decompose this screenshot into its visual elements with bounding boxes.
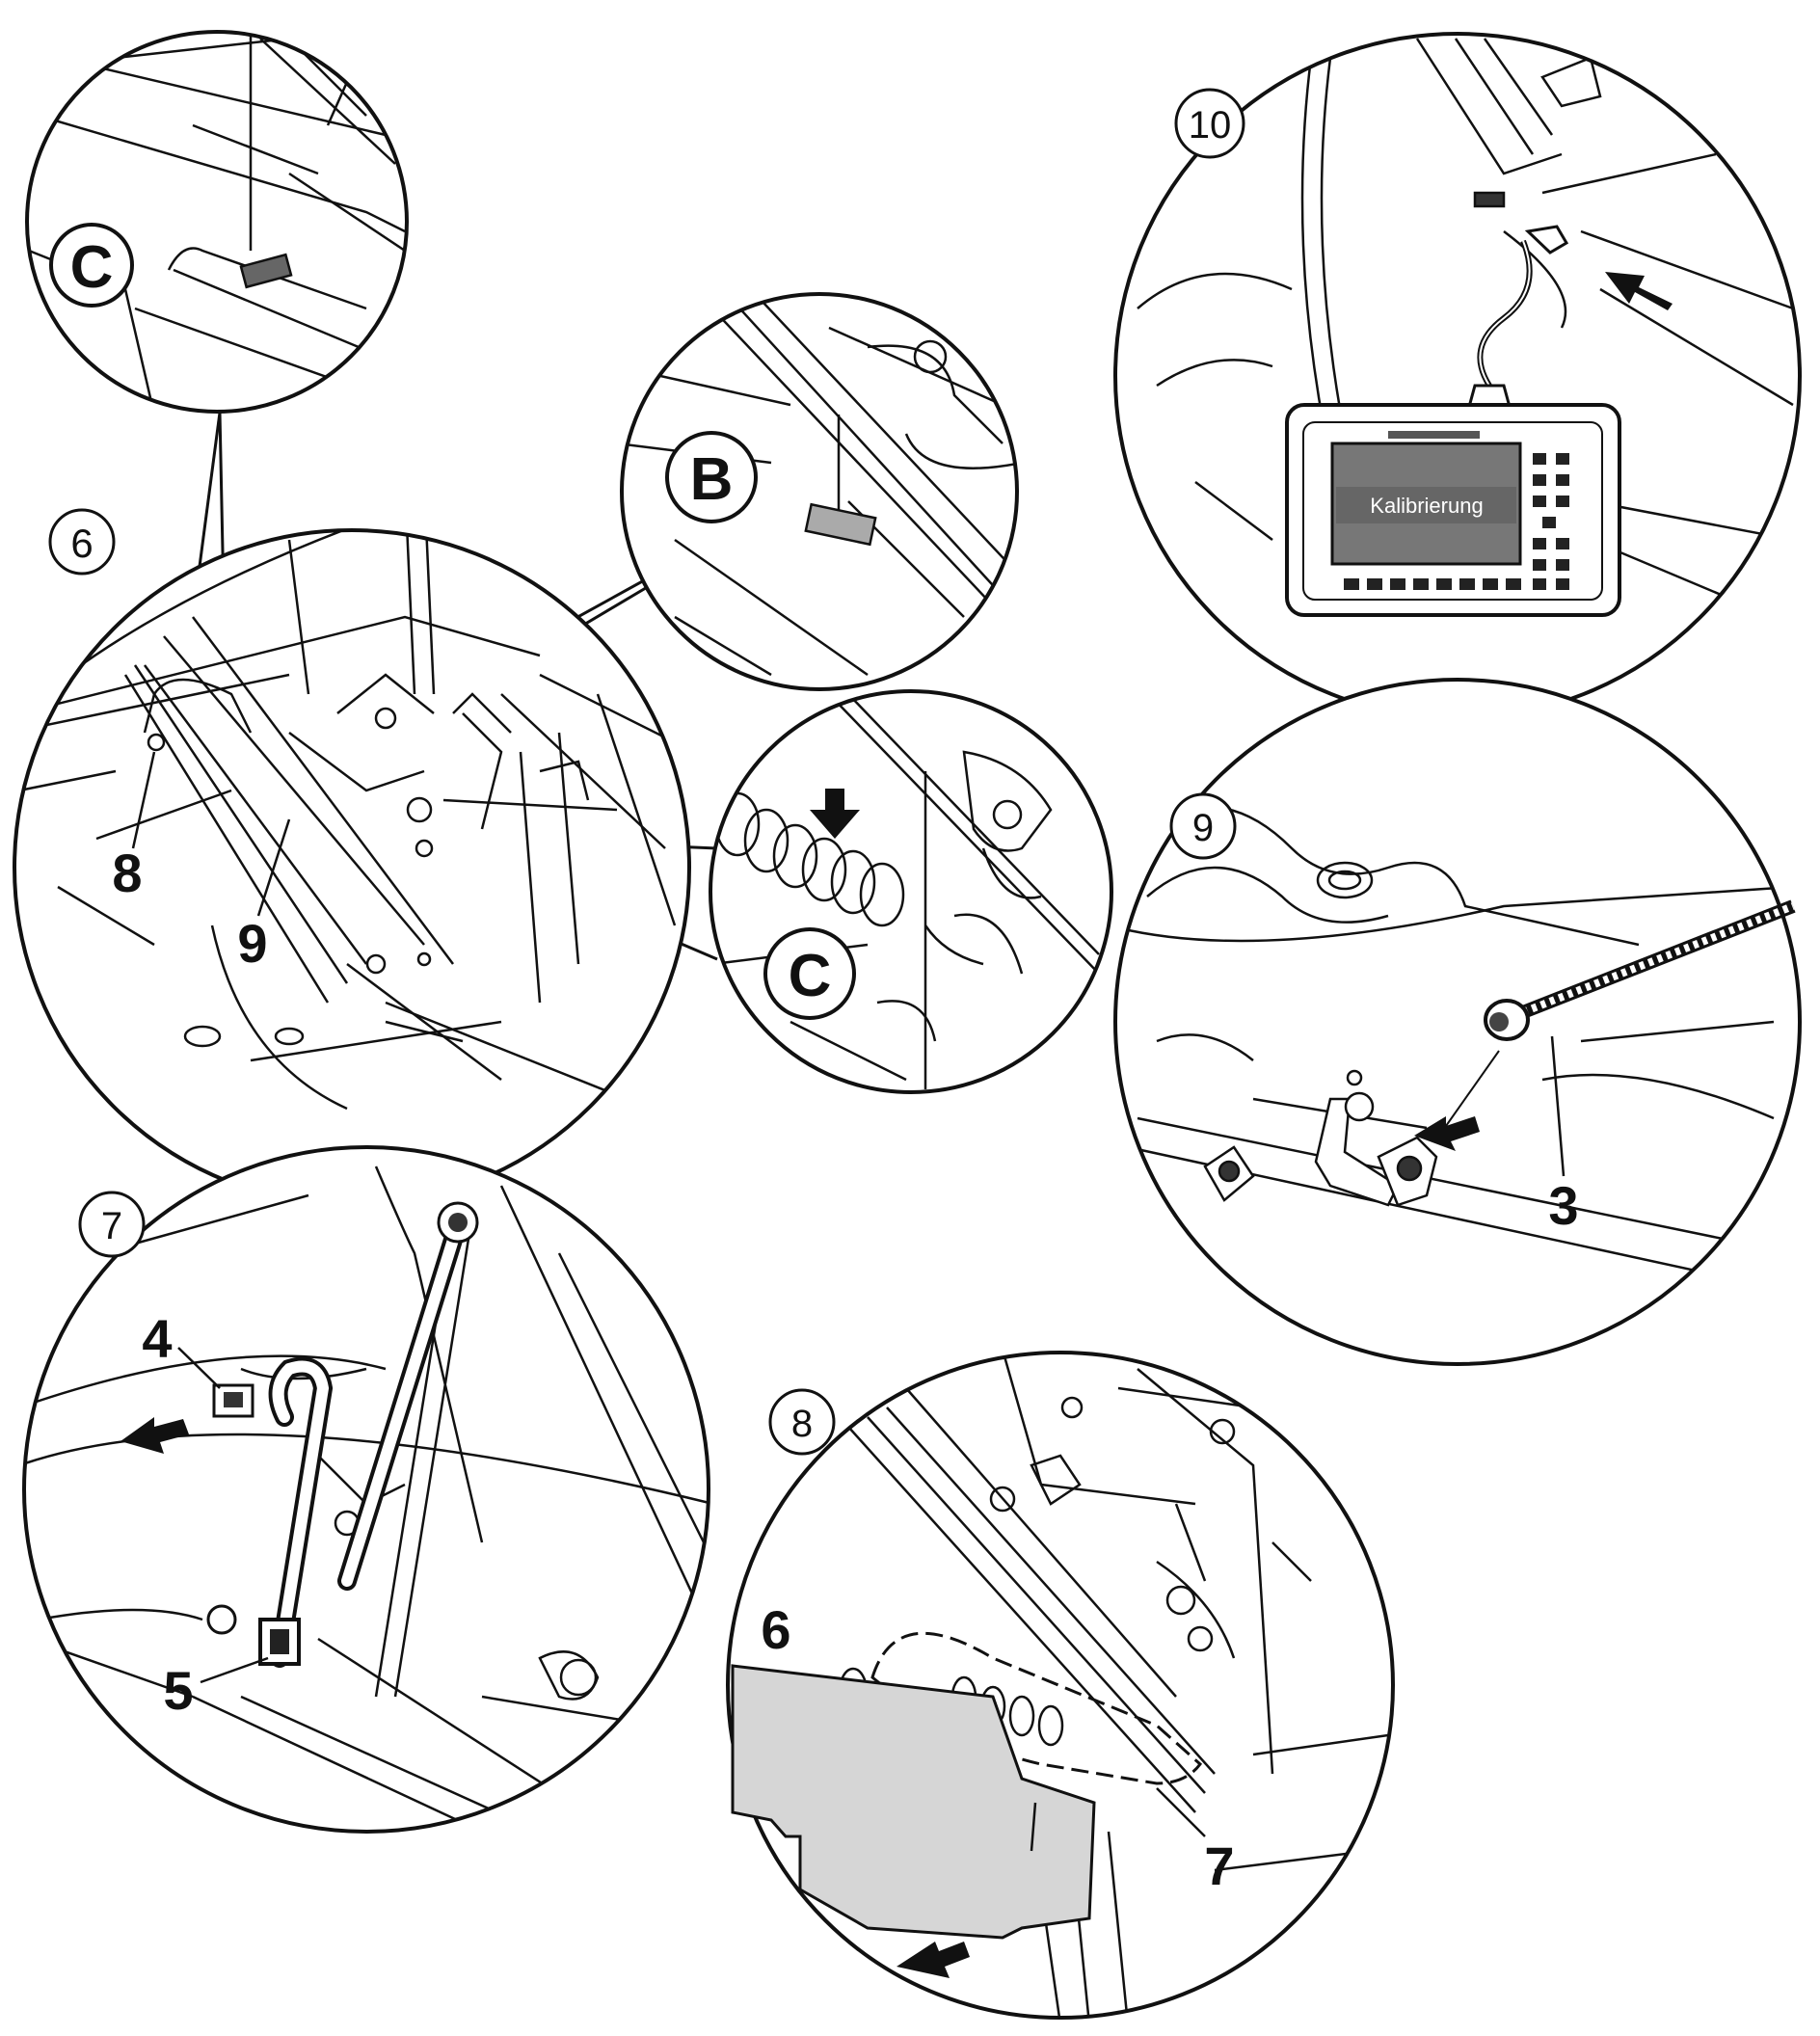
detail-b: B <box>620 292 1019 691</box>
label-c-top: C <box>70 234 114 301</box>
label-c-right: C <box>789 943 832 1009</box>
view-step-7: 7 4 5 <box>22 1145 710 1834</box>
step-number-9: 9 <box>1192 807 1214 849</box>
label-b: B <box>690 446 734 513</box>
view-step-8: 8 6 7 <box>726 1351 1395 2020</box>
arrow-push-icon <box>120 1417 189 1454</box>
part-label-6: 6 <box>761 1599 790 1660</box>
part-label-7: 7 <box>1204 1835 1234 1896</box>
main-view-step-6: 6 8 9 <box>13 508 691 1207</box>
step-number-8: 8 <box>791 1403 813 1445</box>
tester-keypad <box>1344 453 1569 590</box>
arrow-pull-icon <box>1414 1116 1480 1151</box>
detail-c-top: C <box>25 30 409 414</box>
arrow-panel-icon <box>897 1942 970 1978</box>
part-label-8-main: 8 <box>112 843 142 903</box>
view-step-9: 9 3 <box>1113 678 1802 1366</box>
step-number-10: 10 <box>1189 104 1232 147</box>
arrow-insert-icon <box>1605 272 1673 310</box>
tester-screen-text: Kalibrierung <box>1370 494 1483 518</box>
arrow-down-icon <box>810 789 860 839</box>
step-number-6: 6 <box>70 521 93 566</box>
part-label-9-main: 9 <box>237 913 267 974</box>
part-label-4: 4 <box>142 1308 172 1369</box>
part-label-5: 5 <box>163 1660 193 1721</box>
step-number-7: 7 <box>101 1205 122 1247</box>
part-label-3: 3 <box>1548 1175 1578 1236</box>
detail-c-right: C <box>709 689 1113 1094</box>
cover-panel <box>731 1664 1096 1940</box>
view-step-10: Kalibrierung 10 <box>1113 32 1802 720</box>
